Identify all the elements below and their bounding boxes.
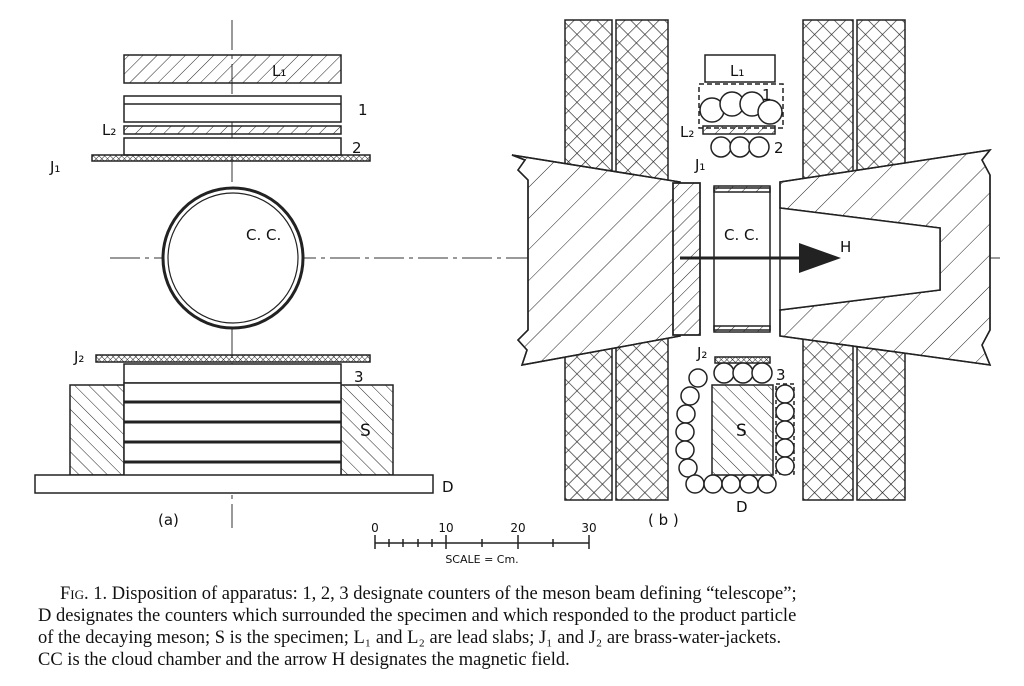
pole-bore [779, 207, 941, 311]
svg-text:1: 1 [358, 101, 368, 119]
panel-a-labels: L₁ 1 L₂ 2 J₁ C. C. J₂ 3 S D (a) [49, 62, 454, 529]
d-counter-tubes [675, 368, 795, 494]
jacket-j2-b [714, 356, 771, 364]
counter-3 [123, 363, 342, 384]
specimen-left [69, 384, 125, 476]
caption-line: CC is the cloud chamber and the arrow H … [38, 650, 570, 670]
svg-text:J₁: J₁ [49, 158, 60, 176]
caption-line: of the decaying meson; S is the specimen… [38, 628, 782, 648]
svg-text:D: D [736, 498, 748, 516]
specimen-right [340, 384, 394, 476]
svg-text:J₂: J₂ [696, 344, 707, 362]
d-counter-stack [123, 382, 342, 481]
svg-text:L₂: L₂ [680, 123, 694, 141]
scale-bar [374, 535, 590, 549]
figure-caption: Fig. 1. Disposition of apparatus: 1, 2, … [38, 583, 998, 671]
svg-text:2: 2 [352, 139, 362, 157]
svg-text:(a): (a) [158, 511, 179, 529]
svg-text:3: 3 [354, 368, 364, 386]
svg-text:J₂: J₂ [73, 348, 84, 366]
cloud-chamber [161, 186, 305, 330]
caption-line: D designates the counters which surround… [38, 606, 797, 626]
svg-text:10: 10 [438, 521, 453, 535]
scale-labels: 0 10 20 30 SCALE = Cm. [371, 521, 596, 566]
counter-2-tubes [710, 136, 770, 158]
lead-slab-l1-b [704, 54, 776, 83]
svg-text:( b ): ( b ) [648, 511, 679, 529]
svg-text:SCALE = Cm.: SCALE = Cm. [445, 553, 518, 566]
panel-b [511, 19, 992, 501]
svg-text:H: H [840, 238, 851, 256]
jacket-j2 [95, 354, 371, 363]
svg-text:1: 1 [762, 86, 772, 104]
svg-text:L₂: L₂ [102, 121, 116, 139]
lead-slab-l2 [123, 125, 342, 135]
panel-a [34, 54, 434, 494]
specimen-b [711, 384, 774, 476]
counter-2 [123, 137, 342, 156]
svg-text:0: 0 [371, 521, 379, 535]
lead-slab-l2-b [702, 125, 776, 135]
counter-3-tubes [713, 362, 773, 384]
svg-text:C. C.: C. C. [724, 226, 759, 244]
svg-text:S: S [360, 421, 371, 441]
svg-text:30: 30 [581, 521, 596, 535]
svg-text:20: 20 [510, 521, 525, 535]
lead-slab-l1 [123, 54, 342, 84]
counter-1-tubes [699, 91, 783, 125]
pole-piece-left [511, 154, 681, 366]
caption-fig-label: Fig. 1. [60, 584, 108, 604]
svg-text:3: 3 [776, 366, 786, 384]
svg-text:L₁: L₁ [730, 62, 744, 80]
svg-text:J₁: J₁ [694, 156, 705, 174]
svg-text:D: D [442, 478, 454, 496]
svg-text:S: S [736, 421, 747, 441]
svg-text:2: 2 [774, 139, 784, 157]
panel-b-labels: L₁ 1 L₂ 2 J₁ C. C. H J₂ 3 S D ( b ) [648, 62, 851, 529]
counter-d-plate [34, 474, 434, 494]
svg-text:L₁: L₁ [272, 62, 286, 80]
counter-1 [123, 95, 342, 123]
svg-text:C. C.: C. C. [246, 226, 281, 244]
caption-line: Disposition of apparatus: 1, 2, 3 design… [111, 584, 797, 604]
jacket-j1 [91, 154, 371, 162]
